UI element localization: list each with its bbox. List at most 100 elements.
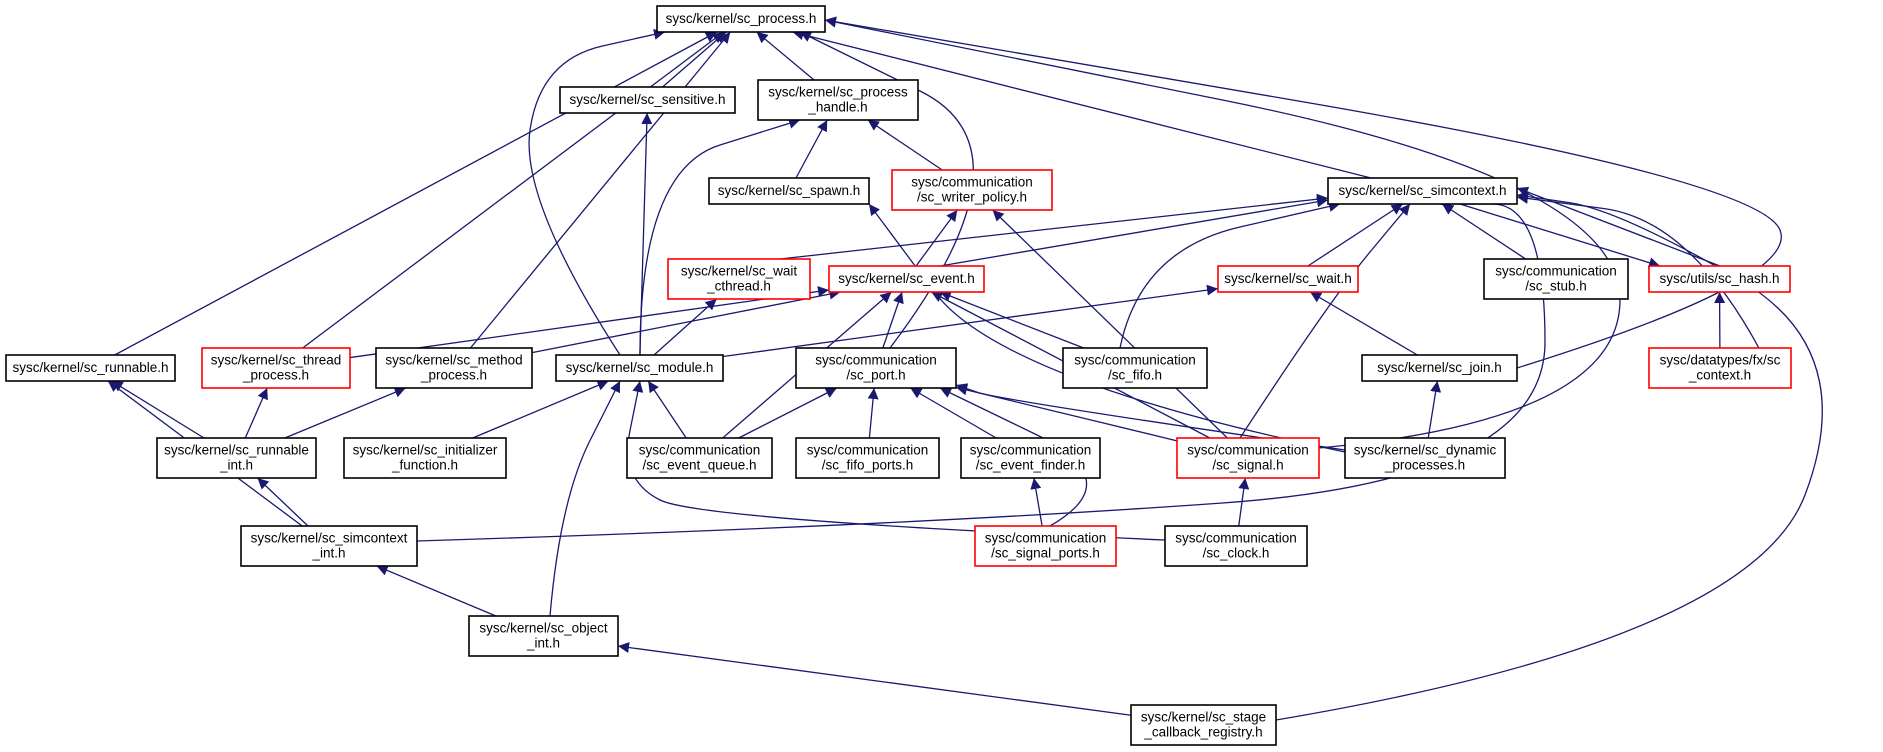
node-label: sysc/kernel/sc_process (768, 85, 908, 100)
node-label: _int.h (219, 458, 253, 473)
node-clock[interactable]: sysc/communication/sc_clock.h (1164, 525, 1308, 567)
edge-fifo_ports-to-port (867, 387, 879, 439)
node-label: _context.h (1688, 368, 1751, 383)
node-label: sysc/kernel/sc_wait.h (1224, 271, 1352, 286)
node-fifo[interactable]: sysc/communication/sc_fifo.h (1062, 347, 1208, 389)
node-label: /sc_signal_ports.h (991, 546, 1100, 561)
edge-writer_policy-to-process_handle (867, 119, 943, 171)
edge-dynamic-to-port (955, 383, 1346, 451)
node-runnable[interactable]: sysc/kernel/sc_runnable.h (5, 354, 176, 382)
node-label: _cthread.h (706, 279, 771, 294)
node-label: sysc/communication (970, 443, 1092, 458)
node-box (656, 5, 826, 33)
node-simcontext-int[interactable]: sysc/kernel/sc_simcontext_int.h (240, 525, 418, 567)
node-label: sysc/communication (639, 443, 761, 458)
node-fifo-ports[interactable]: sysc/communication/sc_fifo_ports.h (795, 437, 940, 479)
node-thread-process[interactable]: sysc/kernel/sc_thread_process.h (201, 347, 351, 389)
edge-fifo-to-event (939, 290, 1084, 349)
node-label: sysc/kernel/sc_stage (1141, 710, 1266, 725)
node-wait-cthread[interactable]: sysc/kernel/sc_wait_cthread.h (667, 258, 811, 300)
node-sensitive[interactable]: sysc/kernel/sc_sensitive.h (559, 86, 736, 114)
node-signal[interactable]: sysc/communication/sc_signal.h (1176, 437, 1320, 479)
node-label: _callback_registry.h (1143, 725, 1262, 740)
node-label: /sc_stub.h (1525, 279, 1587, 294)
edge-thread_process-to-event (349, 286, 830, 359)
node-process[interactable]: sysc/kernel/sc_process.h (656, 5, 826, 33)
node-label: sysc/kernel/sc_process.h (666, 11, 817, 26)
node-box (559, 86, 736, 114)
node-label: _processes.h (1384, 458, 1465, 473)
node-label: /sc_event_queue.h (642, 458, 756, 473)
node-box (708, 177, 870, 205)
node-signal-ports[interactable]: sysc/communication/sc_signal_ports.h (974, 525, 1117, 567)
node-label: sysc/kernel/sc_object (479, 621, 608, 636)
node-label: sysc/communication (1187, 443, 1309, 458)
edge-signal-to-writer_policy (992, 209, 1228, 439)
node-dynamic[interactable]: sysc/kernel/sc_dynamic_processes.h (1344, 437, 1506, 479)
node-box (240, 525, 418, 567)
node-box (795, 437, 940, 479)
node-label: sysc/kernel/sc_event.h (838, 271, 975, 286)
edge-join-to-process (824, 16, 1782, 369)
node-process-handle[interactable]: sysc/kernel/sc_process_handle.h (757, 79, 919, 121)
edge-spawn-to-process_handle (795, 119, 828, 179)
node-box (1344, 437, 1506, 479)
edge-join-to-wait (1309, 291, 1418, 356)
node-box (828, 265, 985, 293)
node-spawn[interactable]: sysc/kernel/sc_spawn.h (708, 177, 870, 205)
node-box (555, 354, 724, 382)
node-hash[interactable]: sysc/utils/sc_hash.h (1648, 265, 1791, 293)
node-label: sysc/datatypes/fx/sc (1660, 353, 1781, 368)
edge-module-to-wait_cthread (653, 298, 718, 356)
node-label: /sc_fifo.h (1108, 368, 1162, 383)
node-method-process[interactable]: sysc/kernel/sc_method_process.h (375, 347, 533, 389)
node-box (468, 615, 619, 657)
node-wait[interactable]: sysc/kernel/sc_wait.h (1217, 265, 1359, 293)
edge-method_process-to-process (469, 31, 731, 349)
node-stub[interactable]: sysc/communication/sc_stub.h (1483, 258, 1629, 300)
node-label: sysc/kernel/sc_simcontext.h (1338, 183, 1506, 198)
node-module[interactable]: sysc/kernel/sc_module.h (555, 354, 724, 382)
node-label: sysc/kernel/sc_join.h (1377, 360, 1502, 375)
node-event[interactable]: sysc/kernel/sc_event.h (828, 265, 985, 293)
node-box (1130, 704, 1277, 746)
node-port[interactable]: sysc/communication/sc_port.h (795, 347, 957, 389)
node-label: /sc_port.h (846, 368, 905, 383)
edge-module-to-process_handle (639, 118, 801, 356)
node-label: _int.h (311, 546, 345, 561)
edge-stage_callback-to-object_int (617, 642, 1132, 716)
node-event-queue[interactable]: sysc/communication/sc_event_queue.h (626, 437, 773, 479)
node-label: sysc/kernel/sc_method (385, 353, 522, 368)
node-box (1062, 347, 1208, 389)
node-label: sysc/communication (985, 531, 1107, 546)
edge-clock-to-signal (1238, 477, 1250, 527)
edge-runnable_int-to-runnable (111, 380, 205, 439)
node-object-int[interactable]: sysc/kernel/sc_object_int.h (468, 615, 619, 657)
node-simcontext[interactable]: sysc/kernel/sc_simcontext.h (1327, 177, 1518, 205)
edge-simcontext-to-hash (1459, 203, 1661, 268)
node-stage-callback[interactable]: sysc/kernel/sc_stage_callback_registry.h (1130, 704, 1277, 746)
node-label: /sc_clock.h (1203, 546, 1270, 561)
node-box (1483, 258, 1629, 300)
node-label: sysc/communication (1074, 353, 1196, 368)
node-box (626, 437, 773, 479)
node-label: _process.h (420, 368, 487, 383)
node-label: _int.h (526, 636, 560, 651)
edge-event_queue-to-module (647, 380, 687, 439)
node-label: sysc/kernel/sc_simcontext (251, 531, 408, 546)
node-box (1361, 354, 1518, 382)
node-initializer[interactable]: sysc/kernel/sc_initializer_function.h (343, 437, 507, 479)
edge-module-to-process (528, 29, 666, 356)
edge-runnable_int-to-method_process (284, 387, 406, 439)
node-runnable-int[interactable]: sysc/kernel/sc_runnable_int.h (156, 437, 317, 479)
node-label: sysc/kernel/sc_runnable (164, 443, 309, 458)
node-box (1164, 525, 1308, 567)
node-writer-policy[interactable]: sysc/communication/sc_writer_policy.h (891, 169, 1053, 211)
node-label: /sc_fifo_ports.h (822, 458, 914, 473)
node-fx-context[interactable]: sysc/datatypes/fx/sc_context.h (1648, 347, 1792, 389)
node-event-finder[interactable]: sysc/communication/sc_event_finder.h (960, 437, 1101, 479)
node-join[interactable]: sysc/kernel/sc_join.h (1361, 354, 1518, 382)
node-label: /sc_signal.h (1212, 458, 1283, 473)
node-box (156, 437, 317, 479)
